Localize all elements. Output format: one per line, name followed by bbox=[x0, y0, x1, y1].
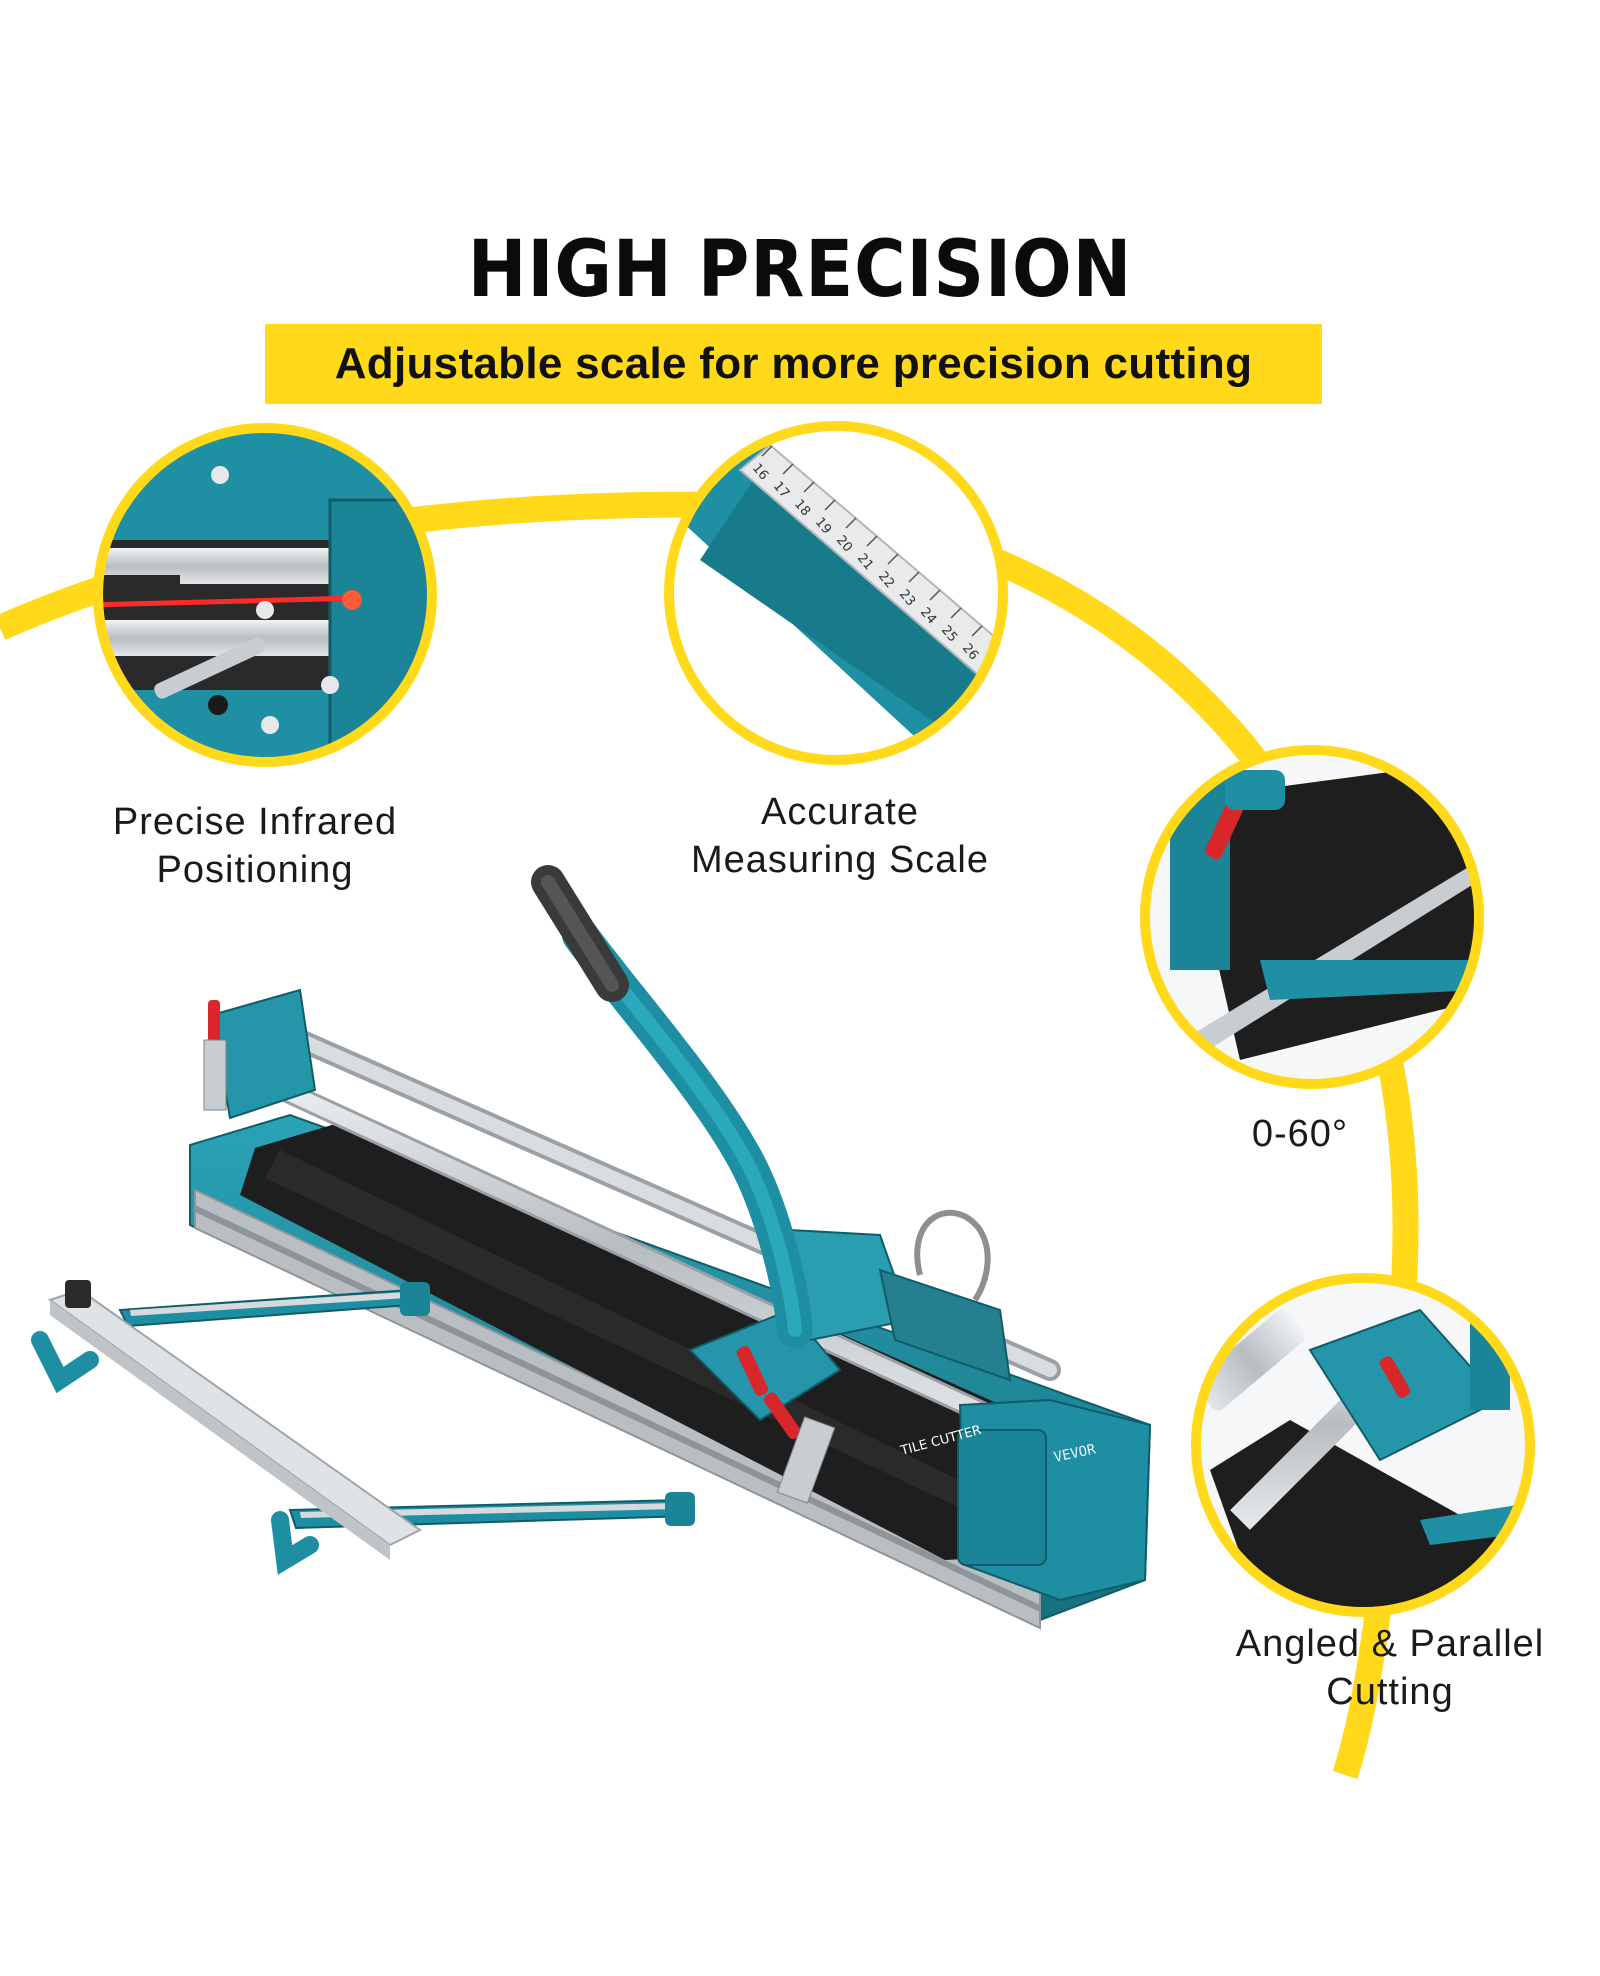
scale-tick-mark bbox=[908, 571, 920, 583]
scale-tick-mark bbox=[866, 535, 878, 547]
scale-tick-mark bbox=[887, 553, 899, 565]
scale-tick-mark bbox=[929, 589, 941, 601]
scale-tick-mark bbox=[761, 445, 773, 457]
scale-tick-mark bbox=[824, 499, 836, 511]
detail-infrared-positioning bbox=[93, 423, 437, 767]
caption-line: 0-60° bbox=[1251, 1113, 1349, 1155]
caption-line: Cutting bbox=[1326, 1671, 1454, 1713]
tile-cutter-product bbox=[31, 865, 1152, 1630]
scale-tick-mark bbox=[845, 517, 857, 529]
feature-caption-parallel: Angled & Parallel Cutting bbox=[1195, 1620, 1585, 1716]
detail-parallel-cutting bbox=[1191, 1273, 1535, 1617]
scale-tick-mark bbox=[950, 607, 962, 619]
scale-tick-mark bbox=[803, 481, 815, 493]
caption-line: Accurate bbox=[761, 791, 919, 833]
subtitle-banner: Adjustable scale for more precision cutt… bbox=[265, 324, 1322, 404]
caption-line: Precise Infrared bbox=[112, 801, 398, 843]
feature-caption-scale: Accurate Measuring Scale bbox=[650, 788, 1030, 884]
subtitle-text: Adjustable scale for more precision cutt… bbox=[334, 339, 1253, 388]
scale-tick-mark bbox=[782, 463, 794, 475]
feature-caption-angle: 0-60° bbox=[1200, 1110, 1400, 1158]
feature-caption-infrared: Precise Infrared Positioning bbox=[80, 798, 430, 894]
caption-line: Angled & Parallel bbox=[1235, 1623, 1545, 1665]
page-title: HIGH PRECISION bbox=[467, 225, 1133, 315]
scale-tick-mark bbox=[971, 625, 983, 637]
detail-angle-ruler bbox=[1140, 745, 1484, 1089]
caption-line: Measuring Scale bbox=[690, 839, 990, 881]
caption-line: Positioning bbox=[156, 849, 354, 891]
